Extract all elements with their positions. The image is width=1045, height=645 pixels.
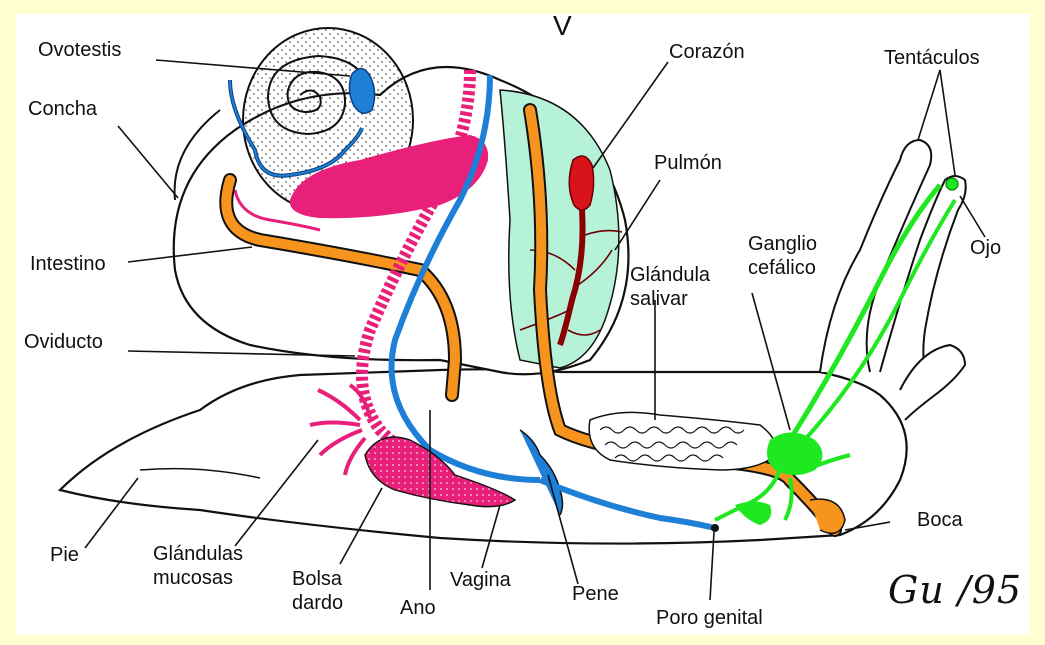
label-ovotestis: Ovotestis (38, 38, 121, 62)
label-bolsa-dardo: Bolsa dardo (292, 567, 343, 615)
label-oviducto: Oviducto (24, 330, 103, 354)
label-concha: Concha (28, 97, 97, 121)
label-pulmon: Pulmón (654, 151, 722, 175)
label-glandulas-mucosas: Glándulas mucosas (153, 542, 243, 590)
eye (946, 178, 958, 190)
genital-pore (711, 524, 719, 532)
label-corazon: Corazón (669, 40, 745, 64)
lung (500, 90, 619, 368)
mark-v: V (553, 14, 572, 38)
artist-signature: Gu /95 (888, 568, 1022, 612)
label-pene: Pene (572, 582, 619, 606)
label-vagina: Vagina (450, 568, 511, 592)
label-ano: Ano (400, 596, 436, 620)
label-boca: Boca (917, 508, 963, 532)
label-ojo: Ojo (970, 236, 1001, 260)
label-glandula-salivar: Glándula salivar (630, 263, 710, 311)
label-tentaculos: Tentáculos (884, 46, 980, 70)
heart (569, 156, 593, 210)
label-intestino: Intestino (30, 252, 106, 276)
label-pie: Pie (50, 543, 79, 567)
label-poro-genital: Poro genital (656, 606, 763, 630)
label-ganglio-cefalico: Ganglio cefálico (748, 232, 817, 280)
